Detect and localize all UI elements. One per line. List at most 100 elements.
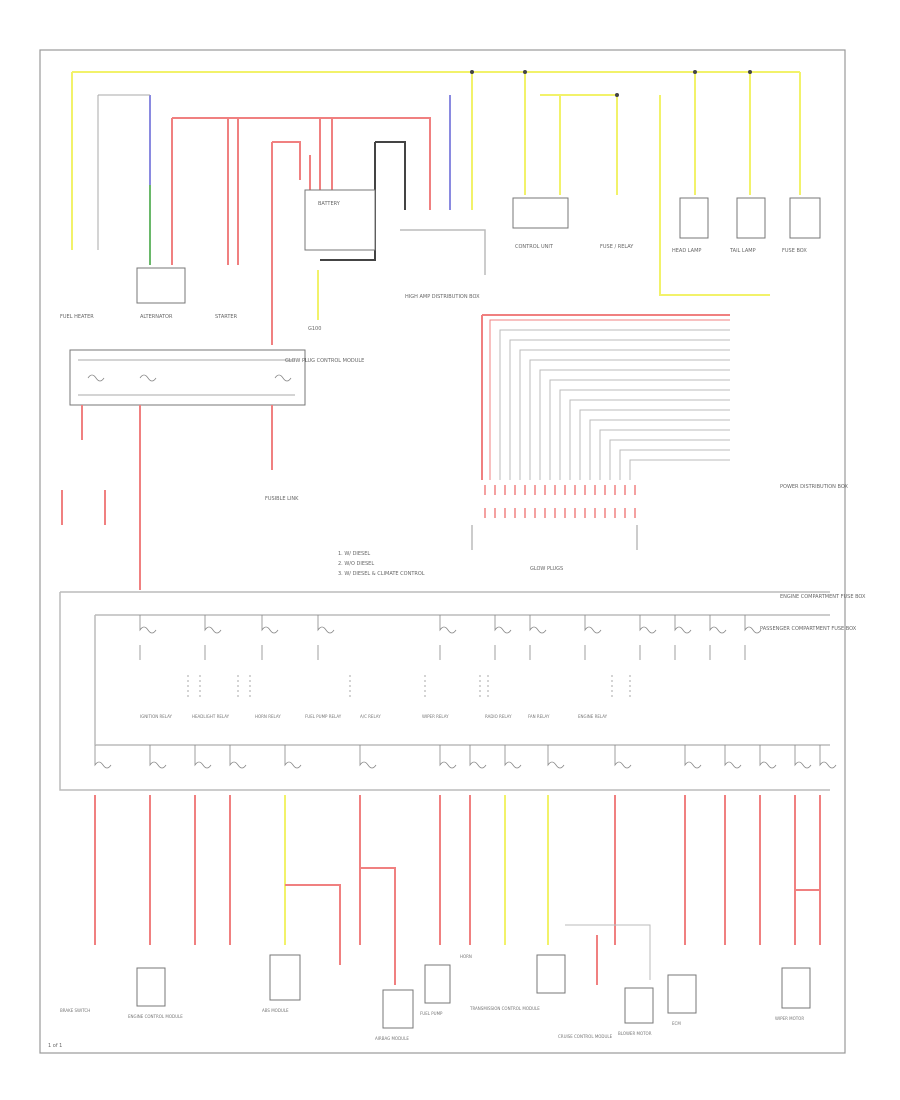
fuse-upper	[674, 615, 692, 660]
bottom-components	[136, 954, 811, 1029]
fuel-heater-label: FUEL HEATER	[60, 314, 94, 320]
legend-item-2: 2. W/O DIESEL	[338, 561, 374, 567]
fuse-upper	[261, 615, 279, 660]
glow-plug-control-label: GLOW PLUG CONTROL MODULE	[285, 358, 364, 364]
fuse-lower	[794, 745, 812, 769]
relay-label-ignition: IGNITION RELAY	[140, 714, 173, 719]
fuse-lower	[284, 745, 302, 769]
glow-plug-fuses	[484, 485, 636, 518]
fuse-lower	[469, 745, 487, 769]
lower-wires	[94, 795, 821, 985]
fuse-relay-label: FUSE / RELAY	[600, 244, 634, 250]
glow-plug-line	[609, 439, 730, 480]
fuse-lower	[229, 745, 247, 769]
alternator-label: ALTERNATOR	[140, 314, 173, 320]
label-cruise: CRUISE CONTROL MODULE	[558, 1034, 613, 1039]
fuse-lower	[684, 745, 702, 769]
battery	[304, 189, 376, 251]
high-amp-box-outline	[400, 229, 486, 275]
legend-item-1: 1. W/ DIESEL	[338, 551, 370, 557]
glow-plug-line	[529, 359, 730, 480]
battery-label: BATTERY	[318, 201, 341, 207]
glow-plug-line	[509, 339, 730, 480]
fuse-lower	[439, 745, 457, 769]
label-brake-switch: BRAKE SWITCH	[60, 1008, 90, 1013]
glow-plug-line	[569, 399, 730, 480]
fuse-upper	[317, 615, 335, 660]
label-airbag: AIRBAG MODULE	[375, 1036, 409, 1041]
label-wiper-motor: WIPER MOTOR	[775, 1016, 804, 1021]
legend-item-3: 3. W/ DIESEL & CLIMATE CONTROL	[338, 571, 425, 577]
relay-labels: IGNITION RELAY HEADLIGHT RELAY HORN RELA…	[140, 714, 608, 719]
fuse-lower	[194, 745, 212, 769]
relay-label-horn: HORN RELAY	[255, 714, 281, 719]
red-battery-wires	[171, 117, 431, 345]
fuse-upper	[494, 615, 512, 660]
tail-lamp-label: TAIL LAMP	[729, 248, 756, 254]
fuse-lower	[149, 745, 167, 769]
label-horn: HORN	[460, 954, 472, 959]
relay-label-engine: ENGINE RELAY	[578, 714, 608, 719]
power-dist-box-label: POWER DISTRIBUTION BOX	[780, 484, 848, 490]
relay-label-fan: FAN RELAY	[528, 714, 550, 719]
fuse-lower	[547, 745, 565, 769]
alternator	[136, 267, 186, 304]
glow-plug-line	[579, 409, 730, 480]
glow-plug-line	[619, 449, 730, 480]
fuse-upper	[139, 615, 157, 660]
page-number: 1 of 1	[48, 1043, 62, 1049]
fuse-lower	[359, 745, 377, 769]
upper-fuse-row	[139, 615, 762, 660]
ground-label: G100	[308, 326, 321, 332]
fuse-upper	[584, 615, 602, 660]
component-wiper-motor	[781, 967, 811, 1009]
fuse-upper	[529, 615, 547, 660]
relay-label-ac: A/C RELAY	[360, 714, 381, 719]
glow-plug-line	[629, 459, 730, 480]
component-ecm	[667, 974, 697, 1014]
glow-plug-control-module	[69, 349, 306, 406]
top-yellow-bus	[71, 71, 801, 296]
branch-wire	[565, 924, 651, 980]
glow-plug-harness	[481, 314, 730, 480]
fuse-upper	[639, 615, 657, 660]
module-control-unit	[512, 197, 569, 229]
legend: 1. W/ DIESEL 2. W/O DIESEL 3. W/ DIESEL …	[338, 551, 425, 577]
head-lamp-label: HEAD LAMP	[672, 248, 701, 254]
fuse-lower	[614, 745, 632, 769]
alternator-wires	[97, 94, 451, 265]
label-abs: ABS MODULE	[262, 1008, 289, 1013]
fuse-upper	[439, 615, 457, 660]
fuse-upper	[744, 615, 762, 660]
component-fuel-pump	[424, 964, 451, 1004]
glow-module-wires	[61, 405, 273, 590]
component-airbag	[382, 989, 414, 1029]
top-dots	[470, 70, 752, 97]
control-unit-label: CONTROL UNIT	[515, 244, 554, 250]
fuse-lower	[759, 745, 777, 769]
glow-plug-line	[599, 429, 730, 480]
high-amp-box-label: HIGH AMP DISTRIBUTION BOX	[405, 294, 480, 300]
fuse-box-label: FUSE BOX	[782, 248, 807, 254]
fuse-upper	[709, 615, 727, 660]
glow-plug-line	[539, 369, 730, 480]
label-fuel-pump: FUEL PUMP	[420, 1011, 443, 1016]
fuse-lower	[724, 745, 742, 769]
component-engine-control	[136, 967, 166, 1007]
passenger-fuse-box-outline	[59, 591, 830, 791]
bottom-labels: ENGINE CONTROL MODULE ABS MODULE AIRBAG …	[60, 954, 804, 1041]
lower-fuse-row	[94, 745, 837, 769]
relay-label-radio: RADIO RELAY	[485, 714, 512, 719]
module-tail-lamp	[736, 197, 766, 239]
label-trans-control: TRANSMISSION CONTROL MODULE	[469, 1006, 540, 1011]
label-blower: BLOWER MOTOR	[618, 1031, 652, 1036]
module-fuse-box	[789, 197, 821, 239]
glow-plug-line	[589, 419, 730, 480]
fuse-lower	[504, 745, 522, 769]
relay-label-wiper: WIPER RELAY	[422, 714, 449, 719]
upper-dash-row	[187, 675, 631, 700]
relay-label-headlight: HEADLIGHT RELAY	[192, 714, 230, 719]
passenger-fuse-box-label: PASSENGER COMPARTMENT FUSE BOX	[760, 626, 857, 632]
relay-label-fuel: FUEL PUMP RELAY	[305, 714, 342, 719]
